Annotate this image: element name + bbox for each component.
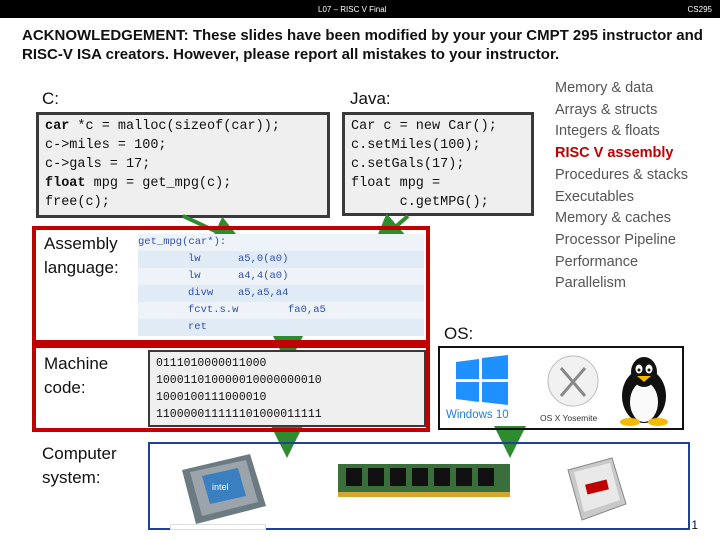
c-label: C: — [42, 89, 59, 108]
machine-code-line: 0111010000011000 — [156, 357, 267, 370]
topic-item-highlighted: RISC V assembly — [555, 145, 674, 162]
machine-code-line: 100011010000010000000010 — [156, 374, 322, 387]
computer-system-box: intel — [148, 442, 690, 530]
c-code-line: c->miles = 100; — [45, 138, 167, 153]
cpu-chip-icon: intel — [182, 454, 266, 524]
java-code-box: Car c = new Car(); c.setMiles(100); c.se… — [342, 112, 534, 216]
ram-module-icon — [338, 464, 510, 497]
hard-drive-icon — [567, 457, 627, 521]
asm-opcode: ret — [188, 321, 207, 333]
page-number: 1 — [691, 518, 698, 532]
os-box: Windows 10 OS X Yosemite — [438, 346, 684, 430]
machine-code-box: 0111010000011000 10001101000001000000001… — [148, 350, 426, 427]
lecture-title: L07 – RISC V Final — [318, 5, 387, 14]
acknowledgement-text: ACKNOWLEDGEMENT: These slides have been … — [22, 27, 703, 63]
asm-operands: a4,4(a0) — [238, 270, 289, 282]
java-code-line: c.setGals(17); — [351, 157, 465, 172]
topic-item: Memory & caches — [555, 210, 672, 227]
osx-logo-icon — [547, 355, 599, 407]
slide-header-bar: L07 – RISC V Final CS295 — [0, 0, 720, 18]
java-label: Java: — [350, 89, 391, 108]
svg-text:intel: intel — [212, 482, 229, 492]
computer-system-label: Computer system: — [42, 444, 117, 487]
assembly-highlight-box — [32, 226, 430, 344]
topic-item: Processor Pipeline — [555, 231, 676, 248]
assembly-label: Assembly language: — [44, 234, 119, 277]
topic-item: Integers & floats — [555, 123, 660, 140]
osx-caption: OS X Yosemite — [540, 413, 598, 423]
machine-code-label: Machine code: — [44, 354, 109, 397]
topic-item: Memory & data — [555, 80, 654, 96]
topic-item: Performance — [555, 253, 639, 270]
java-code-line: c.getMPG(); — [351, 195, 489, 210]
course-topics-list: Memory & data Arrays & structs Integers … — [555, 78, 688, 295]
windows-logo-icon — [456, 355, 508, 405]
course-code: CS295 — [687, 5, 712, 14]
windows-caption: Windows 10 — [446, 409, 509, 421]
assembly-code-box: get_mpg(car*): lw a5,0(a0) lw a4,4(a0) div… — [138, 234, 424, 336]
machine-code-line: 1000100111000010 — [156, 391, 267, 404]
topic-item: Arrays & structs — [555, 101, 658, 118]
java-code-line: c.setMiles(100); — [351, 138, 481, 153]
asm-opcode: lw — [188, 270, 201, 282]
topic-item: Executables — [555, 188, 634, 205]
c-code-line: c->gals = 17; — [45, 157, 151, 172]
asm-operands: a5,0(a0) — [238, 253, 289, 265]
topic-item: Parallelism — [555, 275, 626, 292]
asm-operands: a5,a5,a4 — [238, 287, 289, 299]
c-code-line: free(c); — [45, 195, 110, 210]
machine-code-highlight-box — [32, 344, 430, 432]
asm-opcode: lw — [188, 253, 201, 265]
c-code-line: float mpg = get_mpg(c); — [45, 176, 232, 191]
asm-opcode: divw — [188, 287, 214, 299]
topic-item: Procedures & stacks — [555, 166, 688, 183]
java-code-line: float mpg = — [351, 176, 441, 191]
asm-operands: fa0,a5 — [288, 304, 326, 316]
asm-opcode: fcvt.s.w — [188, 304, 239, 316]
cpu-shadow — [170, 524, 266, 530]
os-label: OS: — [444, 324, 474, 343]
asm-function-label: get_mpg(car*): — [138, 236, 227, 248]
java-code-line: Car c = new Car(); — [351, 119, 497, 134]
linux-penguin-icon — [620, 357, 668, 426]
c-code-line: car *c = malloc(sizeof(car)); — [45, 119, 280, 134]
machine-code-line: 110000011111101000011111 — [156, 408, 322, 421]
